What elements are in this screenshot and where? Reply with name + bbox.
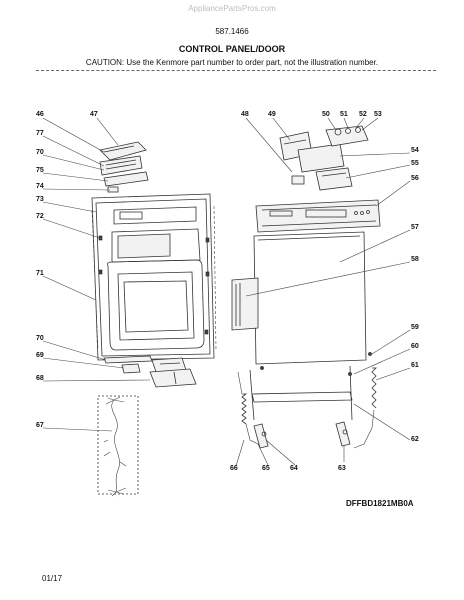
callout-61: 61 <box>411 362 419 369</box>
callout-77: 77 <box>36 130 44 137</box>
callout-63: 63 <box>338 465 346 472</box>
part-small-bracket-74 <box>107 186 119 193</box>
callout-64: 64 <box>290 465 298 472</box>
callout-57: 57 <box>411 224 419 231</box>
part-small-part-48 <box>291 175 305 185</box>
revision-date: 01/17 <box>42 574 63 583</box>
diagram-code: DFFBD1821MB0A <box>346 499 414 508</box>
callout-52: 52 <box>359 111 367 118</box>
callout-66: 66 <box>230 465 238 472</box>
callout-70-bottom: 70 <box>36 335 44 342</box>
callout-75: 75 <box>36 167 44 174</box>
part-outer-door-panel-57 <box>253 231 367 365</box>
callout-71: 71 <box>36 270 44 277</box>
leader-lines <box>42 117 411 467</box>
part-screw-59-60 <box>260 352 372 376</box>
part-door-clips <box>98 235 210 335</box>
callout-47: 47 <box>90 111 98 118</box>
callout-48: 48 <box>241 111 249 118</box>
part-console-panel-56 <box>255 199 381 233</box>
page-title: CONTROL PANEL/DOOR <box>178 44 286 54</box>
callout-70-top: 70 <box>36 149 44 156</box>
callout-50: 50 <box>322 111 330 118</box>
part-switch-housing-54 <box>297 143 345 173</box>
caution-note: CAUTION: Use the Kenmore part number to … <box>85 58 379 67</box>
callout-49: 49 <box>268 111 276 118</box>
callout-51: 51 <box>340 111 348 118</box>
part-wire-harness-67 <box>97 395 139 497</box>
part-switch-cluster-50-53 <box>325 125 369 147</box>
callout-53: 53 <box>374 111 382 118</box>
part-module-55 <box>315 167 353 191</box>
part-cable-left-66 <box>237 371 259 445</box>
part-hinge-bar <box>249 365 353 421</box>
part-outer-door-panel-71 <box>91 193 215 361</box>
part-hinge-65-64 <box>253 423 269 449</box>
part-latch-strip-70 <box>103 355 153 364</box>
divider-line <box>36 70 436 71</box>
callout-68: 68 <box>36 375 44 382</box>
callout-55: 55 <box>411 160 419 167</box>
part-hinge-63 <box>335 421 351 447</box>
callout-72: 72 <box>36 213 44 220</box>
part-cable-right-62 <box>353 409 375 449</box>
part-latch-assembly-68 <box>149 368 197 388</box>
callout-62: 62 <box>411 436 419 443</box>
callout-67: 67 <box>36 422 44 429</box>
callout-73: 73 <box>36 196 44 203</box>
callout-46: 46 <box>36 111 44 118</box>
callout-58: 58 <box>411 256 419 263</box>
callout-59: 59 <box>411 324 419 331</box>
model-number: 587.1466 <box>215 27 249 36</box>
callout-54: 54 <box>411 147 419 154</box>
callout-labels: 46 47 77 70 75 74 73 72 71 70 69 68 67 4… <box>36 111 419 472</box>
part-control-panel-cover-47 <box>99 141 147 161</box>
watermark: AppliancePartsPros.com <box>188 4 276 13</box>
part-door-spring-left <box>241 393 248 425</box>
part-control-board-75 <box>103 171 149 187</box>
callout-65: 65 <box>262 465 270 472</box>
part-control-panel-77 <box>99 155 143 176</box>
callout-74: 74 <box>36 183 44 190</box>
part-door-spring-61 <box>371 367 377 409</box>
callout-69: 69 <box>36 352 44 359</box>
part-insulation-58 <box>231 277 259 331</box>
callout-60: 60 <box>411 343 419 350</box>
callout-56: 56 <box>411 175 419 182</box>
